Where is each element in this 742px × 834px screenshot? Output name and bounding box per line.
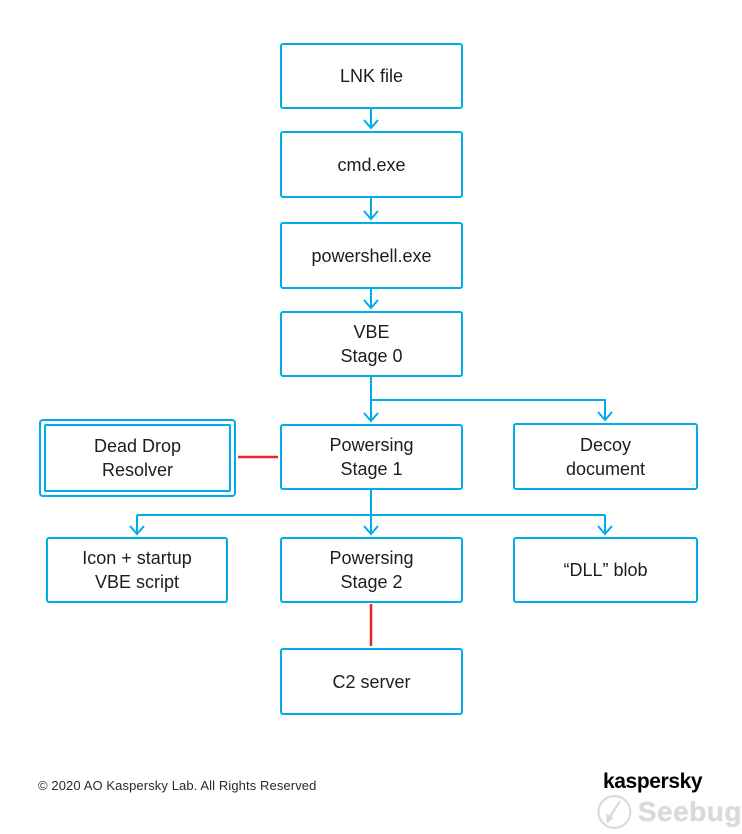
seebug-watermark-text: Seebug xyxy=(637,795,742,827)
node-dll-blob: “DLL” blob xyxy=(513,537,698,603)
node-decoy-document: Decoy document xyxy=(513,423,698,490)
node-icon-startup-vbe: Icon + startup VBE script xyxy=(46,537,228,603)
node-powersing-stage2-label: Powersing Stage 2 xyxy=(329,548,414,592)
node-lnk-file: LNK file xyxy=(280,43,463,109)
node-powersing-stage1: Powersing Stage 1 xyxy=(280,424,463,490)
arrowhead-icon xyxy=(363,412,379,423)
node-cmd-exe: cmd.exe xyxy=(280,131,463,198)
arrow-vbe-to-decoy xyxy=(371,399,606,420)
arrowhead-icon xyxy=(129,525,145,536)
arrowhead-icon xyxy=(363,299,379,310)
node-cmd-exe-label: cmd.exe xyxy=(337,154,406,175)
arrowhead-icon xyxy=(363,525,379,536)
node-powersing-stage2: Powersing Stage 2 xyxy=(280,537,463,603)
node-dead-drop-resolver-inner: Dead Drop Resolver xyxy=(44,424,231,492)
node-vbe-stage0: VBE Stage 0 xyxy=(280,311,463,377)
node-dead-drop-resolver: Dead Drop Resolver xyxy=(39,419,236,497)
node-decoy-document-label: Decoy document xyxy=(565,434,646,479)
seebug-logo-icon xyxy=(597,794,632,829)
copyright-text: © 2020 AO Kaspersky Lab. All Rights Rese… xyxy=(38,778,317,793)
kaspersky-logo: kaspersky xyxy=(603,770,703,793)
seebug-watermark: Seebug xyxy=(596,789,742,834)
node-icon-startup-vbe-label: Icon + startup VBE script xyxy=(82,548,192,592)
arrowhead-icon xyxy=(363,210,379,221)
node-lnk-file-label: LNK file xyxy=(339,66,404,86)
arrowhead-icon xyxy=(597,411,613,422)
arrowhead-icon xyxy=(363,119,379,130)
node-c2-server: C2 server xyxy=(280,648,463,715)
node-dll-blob-label: “DLL” blob xyxy=(563,560,648,580)
node-c2-server-label: C2 server xyxy=(332,671,411,692)
node-vbe-stage0-label: VBE Stage 0 xyxy=(340,322,403,366)
node-powershell-exe: powershell.exe xyxy=(280,222,463,289)
arrowhead-icon xyxy=(597,525,613,536)
node-dead-drop-resolver-label: Dead Drop Resolver xyxy=(93,436,182,480)
node-powersing-stage1-label: Powersing Stage 1 xyxy=(329,435,414,479)
node-powershell-exe-label: powershell.exe xyxy=(311,245,432,266)
